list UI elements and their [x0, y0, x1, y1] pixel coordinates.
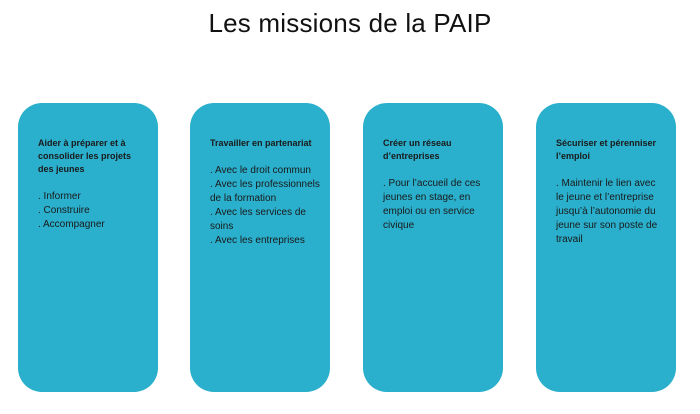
list-item: . Accompagner [38, 219, 105, 230]
list-item: . Construire [38, 205, 90, 216]
list-item: . Avec les professionnels de la formatio… [210, 179, 320, 204]
page-title: Les missions de la PAIP [208, 8, 492, 38]
card-title: Travailler en partenariat [210, 138, 312, 148]
list-item: . Avec les entreprises [210, 235, 305, 246]
card-item-list: . Informer . Construire . Accompagner [38, 190, 148, 232]
mission-card-employment: Sécuriser et pérenniser l’emploi . Maint… [536, 103, 676, 392]
card-title: Aider à préparer et à consolider les pro… [38, 138, 132, 174]
mission-card-network: Créer un réseau d’entreprises . Pour l’a… [363, 103, 503, 392]
card-item-list: . Maintenir le lien avec le jeune et l’e… [556, 177, 666, 247]
mission-card-projects: Aider à préparer et à consolider les pro… [18, 103, 158, 392]
list-item: . Pour l’accueil de ces jeunes en stage,… [383, 178, 481, 231]
mission-card-partnership: Travailler en partenariat . Avec le droi… [190, 103, 330, 392]
card-item-list: . Pour l’accueil de ces jeunes en stage,… [383, 177, 493, 233]
list-item: . Maintenir le lien avec le jeune et l’e… [556, 178, 658, 245]
list-item: . Avec les services de soins [210, 207, 306, 232]
card-title: Sécuriser et pérenniser l’emploi [556, 138, 657, 161]
list-item: . Informer [38, 191, 81, 202]
list-item: . Avec le droit commun [210, 165, 311, 176]
card-title: Créer un réseau d’entreprises [383, 138, 452, 161]
card-item-list: . Avec le droit commun . Avec les profes… [210, 164, 320, 248]
